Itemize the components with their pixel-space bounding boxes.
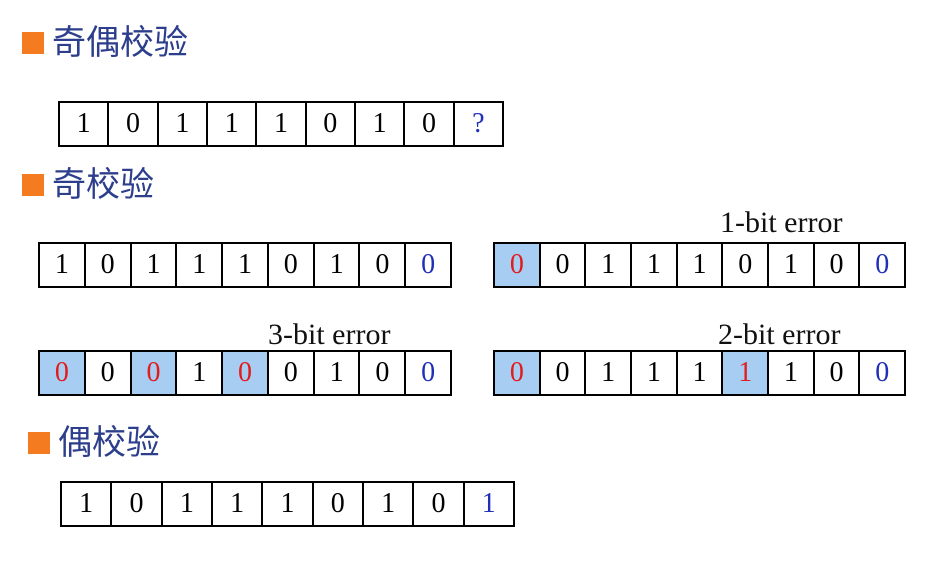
error-bit-cell: 0	[495, 244, 539, 286]
section-heading-odd-parity: 奇校验	[22, 168, 154, 202]
bit-cell: 1	[312, 244, 359, 286]
bit-cell: 1	[205, 103, 255, 145]
bit-cell: 1	[210, 483, 261, 525]
bit-cell: 1	[175, 352, 221, 394]
parity-bit-cell: 0	[858, 352, 904, 394]
error-bit-cell: 0	[221, 352, 267, 394]
orange-square-bullet-icon	[28, 432, 50, 454]
bit-cell: 1	[261, 483, 311, 525]
bit-cell: 1	[156, 103, 206, 145]
bit-cell: 1	[353, 103, 403, 145]
bit-cell: 0	[538, 352, 585, 394]
bit-cell: 1	[675, 352, 722, 394]
error-label-3-bit: 3-bit error	[268, 318, 391, 351]
error-bit-cell: 0	[40, 352, 84, 394]
bit-cell: 0	[110, 483, 160, 525]
bit-cell: 0	[83, 244, 130, 286]
bit-cell: 1	[584, 352, 630, 394]
bit-cell: 1	[767, 244, 813, 286]
bit-cell: 1	[767, 352, 813, 394]
error-label-1-bit: 1-bit error	[720, 206, 843, 239]
bit-cell: 0	[812, 352, 859, 394]
parity-bit-cell: 0	[858, 244, 904, 286]
bit-cell: 0	[358, 352, 404, 394]
bit-cell: 0	[721, 244, 767, 286]
section-heading-parity-check: 奇偶校验	[22, 26, 188, 60]
bit-cell: 0	[266, 244, 313, 286]
error-bit-cell: 0	[495, 352, 539, 394]
bit-cell: 0	[311, 483, 362, 525]
section-heading-even-parity: 偶校验	[28, 426, 160, 460]
parity-bit-cell: 1	[462, 483, 513, 525]
bit-cell: 1	[630, 352, 676, 394]
orange-square-bullet-icon	[22, 32, 44, 54]
section-title: 奇校验	[52, 165, 154, 205]
bit-cell: 1	[361, 483, 412, 525]
parity-bit-cell: 0	[404, 244, 450, 286]
orange-square-bullet-icon	[22, 174, 44, 196]
bit-cell: 0	[412, 483, 462, 525]
bit-cell: 1	[312, 352, 359, 394]
bit-cell: 1	[675, 244, 722, 286]
bit-cell: 0	[358, 244, 404, 286]
bit-cell: 1	[129, 244, 176, 286]
bit-cell: 1	[54, 249, 69, 280]
error-label-2-bit: 2-bit error	[718, 318, 841, 351]
bit-cell: 0	[304, 103, 354, 145]
bit-cell: 0	[812, 244, 859, 286]
bit-cell: 1	[160, 483, 211, 525]
bit-cell: 0	[538, 244, 585, 286]
bit-cell: 1	[76, 108, 91, 139]
bit-cell: 1	[630, 244, 676, 286]
error-bit-cell: 0	[129, 352, 176, 394]
bit-cell: 0	[107, 103, 156, 145]
parity-bit-cell: 0	[404, 352, 450, 394]
error-bit-cell: 1	[721, 352, 768, 394]
bit-cell: 0	[83, 352, 130, 394]
bit-cell: 0	[266, 352, 313, 394]
bit-cell: 1	[79, 488, 94, 519]
section-title: 偶校验	[58, 423, 160, 463]
bit-cell: 1	[221, 244, 267, 286]
bit-cell: 1	[175, 244, 221, 286]
parity-bit-cell: ?	[452, 103, 502, 145]
bit-cell: 1	[255, 103, 304, 145]
bit-cell: 0	[403, 103, 452, 145]
bit-cell: 1	[584, 244, 630, 286]
section-title: 奇偶校验	[52, 23, 188, 63]
